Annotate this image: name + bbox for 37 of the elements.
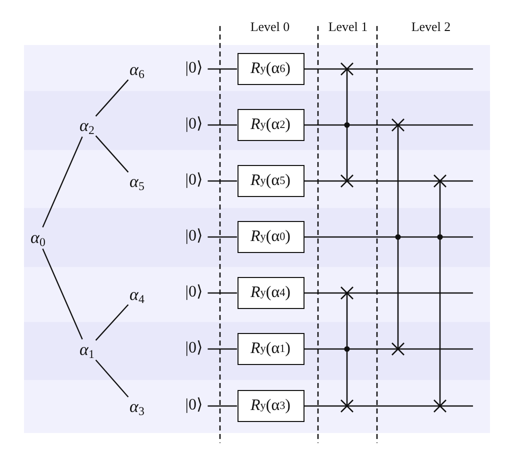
qubit-wire [208,236,237,238]
tree-branch-line [95,360,129,398]
qubit-wire [304,68,473,70]
tree-branch-line [95,79,129,117]
qubit-state-label: |0⟩ [185,340,203,358]
tree-node-label: α$_{2}$ [80,117,94,135]
qubit-wire [208,68,237,70]
qubit-state-label: |0⟩ [185,228,203,246]
qubit-state-label: |0⟩ [185,284,203,302]
tree-branch-line [42,248,83,340]
tree-node-label: α$_{4}$ [130,286,144,304]
qubit-wire [208,405,237,407]
level-label: Level 1 [328,20,368,34]
tree-node-label: α$_{1}$ [80,341,94,359]
tree-branch-line [95,304,129,341]
tree-branch-line [95,135,129,173]
qubit-wire [208,348,237,350]
qubit-wire [304,348,473,350]
qubit-state-label: |0⟩ [185,116,203,134]
qubit-wire [304,236,473,238]
tree-node-label: α$_{3}$ [130,398,144,416]
qubit-wire [304,180,473,182]
qubit-state-label: |0⟩ [185,60,203,78]
tree-node-label: α$_{0}$ [30,229,46,247]
qubit-wire [208,124,237,126]
qubit-wire [304,292,473,294]
tree-node-label: α$_{5}$ [130,173,144,191]
qubit-wire [208,292,237,294]
qubit-state-label: |0⟩ [185,172,203,190]
level-label: Level 0 [250,20,290,34]
level-label: Level 2 [411,20,451,34]
qubit-state-label: |0⟩ [185,398,203,414]
qubit-wire [304,124,473,126]
tree-branch-line [42,136,83,228]
qubit-wire [304,405,473,407]
qubit-wire [208,180,237,182]
tree-node-label: α$_{6}$ [130,61,144,79]
